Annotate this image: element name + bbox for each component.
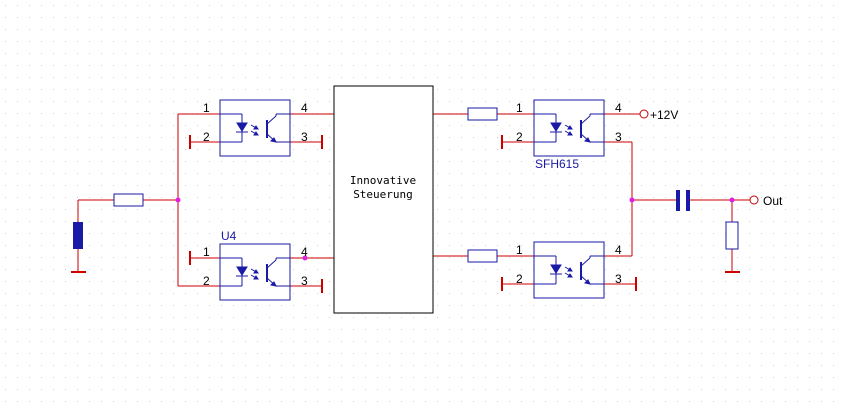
junction-dot — [175, 197, 181, 203]
pin-label: 1 — [203, 101, 210, 115]
pin-labels: 1 2 4 3 1 2 4 3 1 2 4 3 1 2 4 3 — [203, 101, 622, 288]
phototransistor-icon — [266, 257, 290, 287]
terminal-out — [749, 195, 759, 205]
led-icon — [534, 255, 562, 285]
pin-label: 3 — [301, 130, 308, 144]
pin-label: 4 — [301, 245, 308, 259]
phototransistor-icon — [580, 255, 604, 285]
light-arrows-icon — [250, 124, 259, 136]
pin-label: 3 — [615, 272, 622, 286]
junctions — [175, 197, 735, 261]
resistor-input — [113, 193, 144, 207]
capacitor — [676, 190, 690, 211]
junction-dot — [629, 197, 635, 203]
optocoupler-top-right — [533, 99, 605, 157]
pin-label: 3 — [301, 274, 308, 288]
pin-label: 3 — [615, 130, 622, 144]
light-arrows-icon — [564, 266, 573, 278]
wires — [71, 113, 750, 293]
label-plus12v: +12V — [650, 108, 678, 122]
light-arrows-icon — [250, 268, 259, 280]
pin-label: 2 — [516, 272, 523, 286]
led-icon — [534, 113, 562, 143]
pin-label: 1 — [516, 101, 523, 115]
led-icon — [220, 257, 248, 287]
junction-dot — [302, 255, 308, 261]
pin-label: 1 — [516, 243, 523, 257]
pin-label: 2 — [203, 130, 210, 144]
resistor-output — [725, 221, 739, 250]
pin-label: 4 — [615, 243, 622, 257]
label-u4: U4 — [221, 229, 237, 243]
input-source — [73, 222, 83, 249]
pin-label: 1 — [203, 245, 210, 259]
pin-label: 4 — [615, 101, 622, 115]
optocoupler-bottom-left — [219, 243, 291, 301]
optocoupler-bottom-right — [533, 241, 605, 299]
phototransistor-icon — [580, 113, 604, 143]
led-icon — [220, 113, 248, 143]
phototransistor-icon — [266, 113, 290, 143]
pin-label: 4 — [301, 101, 308, 115]
pin-label: 2 — [203, 274, 210, 288]
resistor-bottom-right — [467, 249, 498, 263]
resistor-top-right — [467, 107, 498, 121]
terminal-plus12v — [639, 109, 649, 119]
control-block — [333, 85, 434, 314]
light-arrows-icon — [564, 124, 573, 136]
label-sfh615: SFH615 — [535, 157, 579, 171]
control-block-line2: Steuerung — [353, 188, 413, 201]
optocoupler-top-left — [219, 99, 291, 157]
label-out: Out — [763, 194, 783, 208]
pin-label: 2 — [516, 130, 523, 144]
junction-dot — [729, 197, 735, 203]
control-block-line1: Innovative — [350, 174, 416, 187]
